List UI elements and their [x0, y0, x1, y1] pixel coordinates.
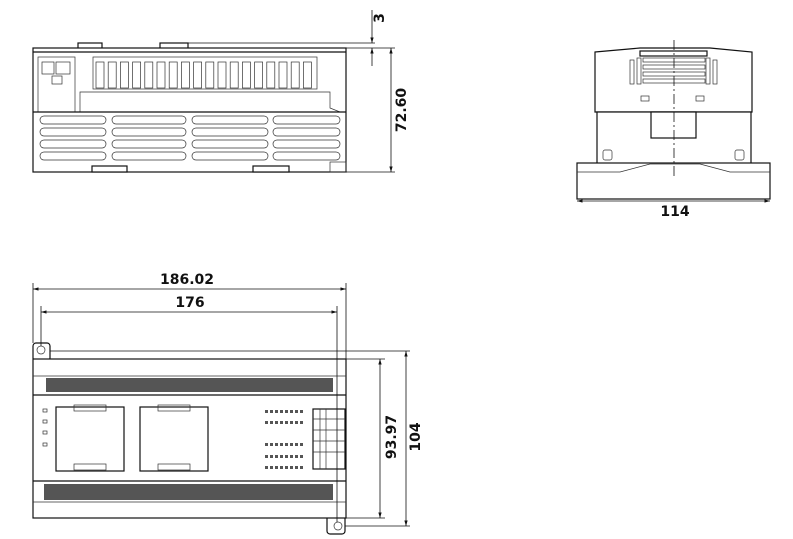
- io-led: [285, 421, 288, 424]
- led-indicator: [42, 442, 48, 447]
- io-led: [275, 455, 278, 458]
- io-led: [300, 455, 303, 458]
- dim-overall-width-label: 186.02: [160, 272, 214, 288]
- vent-slot: [272, 151, 341, 161]
- io-led: [300, 421, 303, 424]
- io-led: [270, 466, 273, 469]
- terminal-slot: [107, 61, 117, 89]
- terminal-slot: [290, 61, 300, 89]
- io-led: [290, 466, 293, 469]
- side-view: 114: [576, 40, 771, 220]
- io-led: [265, 421, 268, 424]
- io-led: [270, 455, 273, 458]
- io-led: [300, 466, 303, 469]
- vent-slot: [191, 127, 269, 137]
- terminal-slot: [242, 61, 251, 89]
- dim-height-label: 72.60: [394, 88, 410, 133]
- led-indicator: [42, 419, 48, 424]
- io-led: [295, 421, 298, 424]
- vent-slot: [39, 115, 107, 125]
- vent-slot: [272, 115, 341, 125]
- io-led: [265, 410, 268, 413]
- vent-slot: [191, 139, 269, 149]
- terminal-slot: [156, 61, 166, 89]
- io-led: [270, 410, 273, 413]
- io-led: [280, 466, 283, 469]
- io-led: [290, 410, 293, 413]
- dim-offset-label: 3: [372, 13, 388, 23]
- terminal-slot: [120, 61, 129, 89]
- io-led: [295, 443, 298, 446]
- terminal-slot: [95, 61, 105, 89]
- io-led: [285, 410, 288, 413]
- io-led: [280, 455, 283, 458]
- io-led: [290, 455, 293, 458]
- vent-slot: [39, 139, 107, 149]
- front-view: 186.02 176 93.97 104: [32, 272, 424, 535]
- vent-slot: [39, 151, 107, 161]
- terminal-slot: [181, 61, 190, 89]
- vent-slot: [272, 139, 341, 149]
- io-led: [300, 410, 303, 413]
- io-led: [295, 410, 298, 413]
- led-indicator: [42, 430, 48, 435]
- io-led: [285, 466, 288, 469]
- terminal-slot: [254, 61, 263, 89]
- io-led: [265, 443, 268, 446]
- vent-slot: [111, 151, 187, 161]
- terminal-slot: [168, 61, 178, 89]
- io-led: [285, 443, 288, 446]
- terminal-slot: [217, 61, 227, 89]
- vent-slot: [39, 127, 107, 137]
- vent-slot: [191, 115, 269, 125]
- terminal-slot: [303, 61, 312, 89]
- io-led: [285, 455, 288, 458]
- io-led: [275, 421, 278, 424]
- vent-slot: [272, 127, 341, 137]
- io-led: [280, 410, 283, 413]
- dim-inner-height-label: 93.97: [384, 415, 400, 459]
- io-led: [295, 455, 298, 458]
- terminal-slot: [229, 61, 239, 89]
- io-led: [265, 455, 268, 458]
- led-indicator: [42, 408, 48, 413]
- io-led: [290, 443, 293, 446]
- terminal-slot: [266, 61, 276, 89]
- io-led: [275, 410, 278, 413]
- vent-slot: [191, 151, 269, 161]
- io-led: [290, 421, 293, 424]
- top-view: 3 72.60: [32, 10, 410, 173]
- vent-slot: [111, 139, 187, 149]
- io-led: [275, 466, 278, 469]
- io-led: [270, 443, 273, 446]
- io-led: [300, 443, 303, 446]
- dim-overall-height-label: 104: [408, 422, 424, 451]
- terminal-slot: [278, 61, 288, 89]
- io-led: [280, 443, 283, 446]
- io-led: [265, 466, 268, 469]
- dim-width-label: 114: [660, 204, 689, 220]
- vent-slot: [111, 127, 187, 137]
- io-led: [295, 466, 298, 469]
- io-led: [275, 443, 278, 446]
- vent-slot: [111, 115, 187, 125]
- terminal-slot: [144, 61, 154, 89]
- io-led: [280, 421, 283, 424]
- terminal-slot: [205, 61, 215, 89]
- terminal-slot: [193, 61, 202, 89]
- io-led: [270, 421, 273, 424]
- terminal-slot: [132, 61, 141, 89]
- dim-mount-width-label: 176: [175, 295, 204, 311]
